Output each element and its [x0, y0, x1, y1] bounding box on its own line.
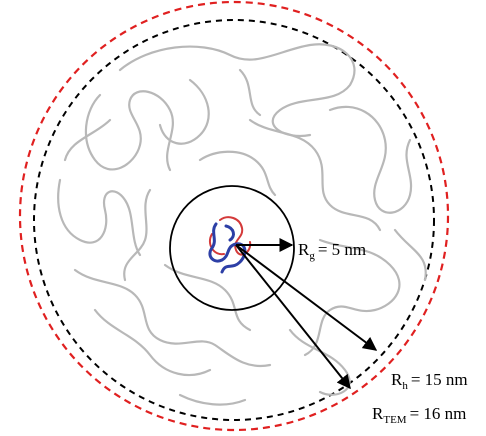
- rg-label: Rg= 5 nm: [298, 240, 366, 262]
- rg-circle: [169, 185, 295, 311]
- rh-circle: [33, 19, 435, 421]
- rh-label: Rh= 15 nm: [391, 370, 468, 392]
- polymer-chains: [57, 43, 427, 406]
- protein-core: [208, 216, 252, 274]
- rtem-circle: [18, 0, 450, 432]
- rtem-arrow: [235, 244, 351, 390]
- rh-arrow: [235, 244, 378, 351]
- rtem-label: RTEM= 16 nm: [372, 404, 466, 426]
